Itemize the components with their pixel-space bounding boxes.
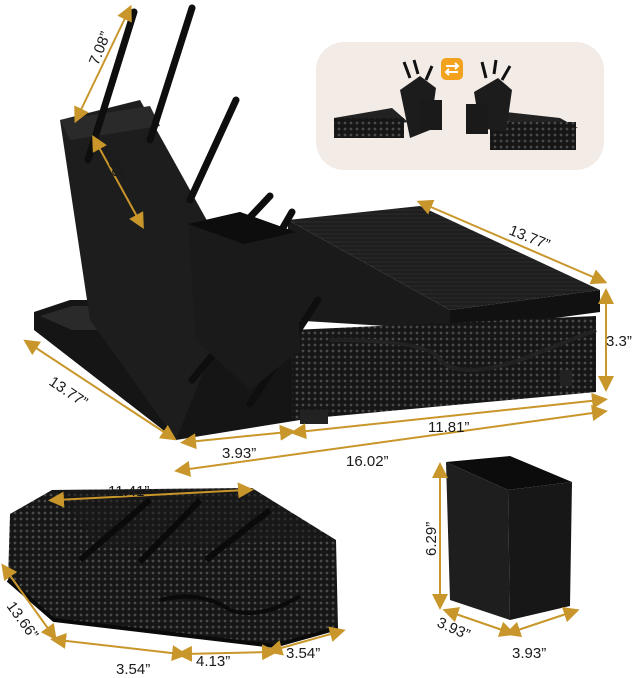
- inset-organizer-right: [466, 59, 578, 150]
- pen-cup-attached: [188, 212, 300, 390]
- label-tray-width: 11.41”: [108, 483, 149, 500]
- label-total-width: 16.02”: [346, 453, 389, 470]
- label-stand-height: 3.3”: [606, 333, 632, 350]
- pen-cup: [446, 456, 572, 620]
- inset-panel: [316, 42, 604, 170]
- swap-arrows-icon: [441, 58, 463, 80]
- inset-organizer-left: [334, 59, 442, 138]
- label-tray-middle: 4.13”: [196, 653, 230, 670]
- mesh-tray: [6, 488, 339, 649]
- label-drawer-width: 11.81”: [428, 419, 469, 436]
- label-tray-left: 3.54”: [116, 661, 150, 678]
- label-cup-height: 6.29”: [423, 522, 440, 556]
- label-tray-right: 3.54”: [286, 645, 320, 662]
- label-cup-width: 3.93”: [512, 645, 546, 662]
- label-left-gap: 3.93”: [222, 445, 256, 462]
- dimension-lines: [1, 4, 614, 662]
